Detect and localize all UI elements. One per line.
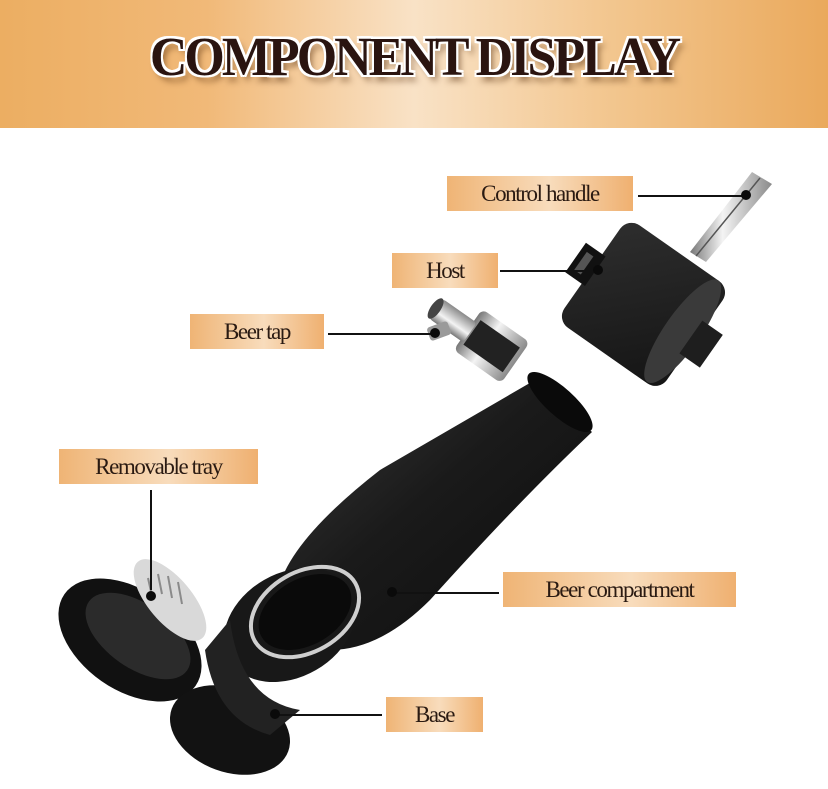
pointer-dot-base <box>270 709 280 719</box>
leader-host <box>500 270 597 272</box>
label-beer-tap: Beer tap <box>190 314 324 349</box>
page-title: COMPONENT DISPLAY <box>149 27 681 88</box>
host-part <box>561 222 726 386</box>
leader-beer-tap <box>328 333 434 335</box>
pointer-dot-beer-compartment <box>387 587 397 597</box>
label-beer-compartment: Beer compartment <box>503 572 736 607</box>
leader-base <box>278 714 382 716</box>
pointer-dot-host <box>593 265 603 275</box>
beer-tap-part <box>427 298 528 381</box>
control-handle-part <box>690 172 772 262</box>
leader-beer-compartment <box>396 592 499 594</box>
leader-removable-tray <box>150 490 152 590</box>
label-removable-tray: Removable tray <box>59 449 258 484</box>
header-banner: COMPONENT DISPLAY <box>0 0 828 128</box>
label-base: Base <box>386 697 483 732</box>
pointer-dot-beer-tap <box>430 328 440 338</box>
label-control-handle: Control handle <box>447 176 633 211</box>
pointer-dot-removable-tray <box>146 591 156 601</box>
leader-control-handle <box>638 195 746 197</box>
base-part <box>58 564 362 775</box>
pointer-dot-control-handle <box>741 190 751 200</box>
label-host: Host <box>392 253 498 288</box>
